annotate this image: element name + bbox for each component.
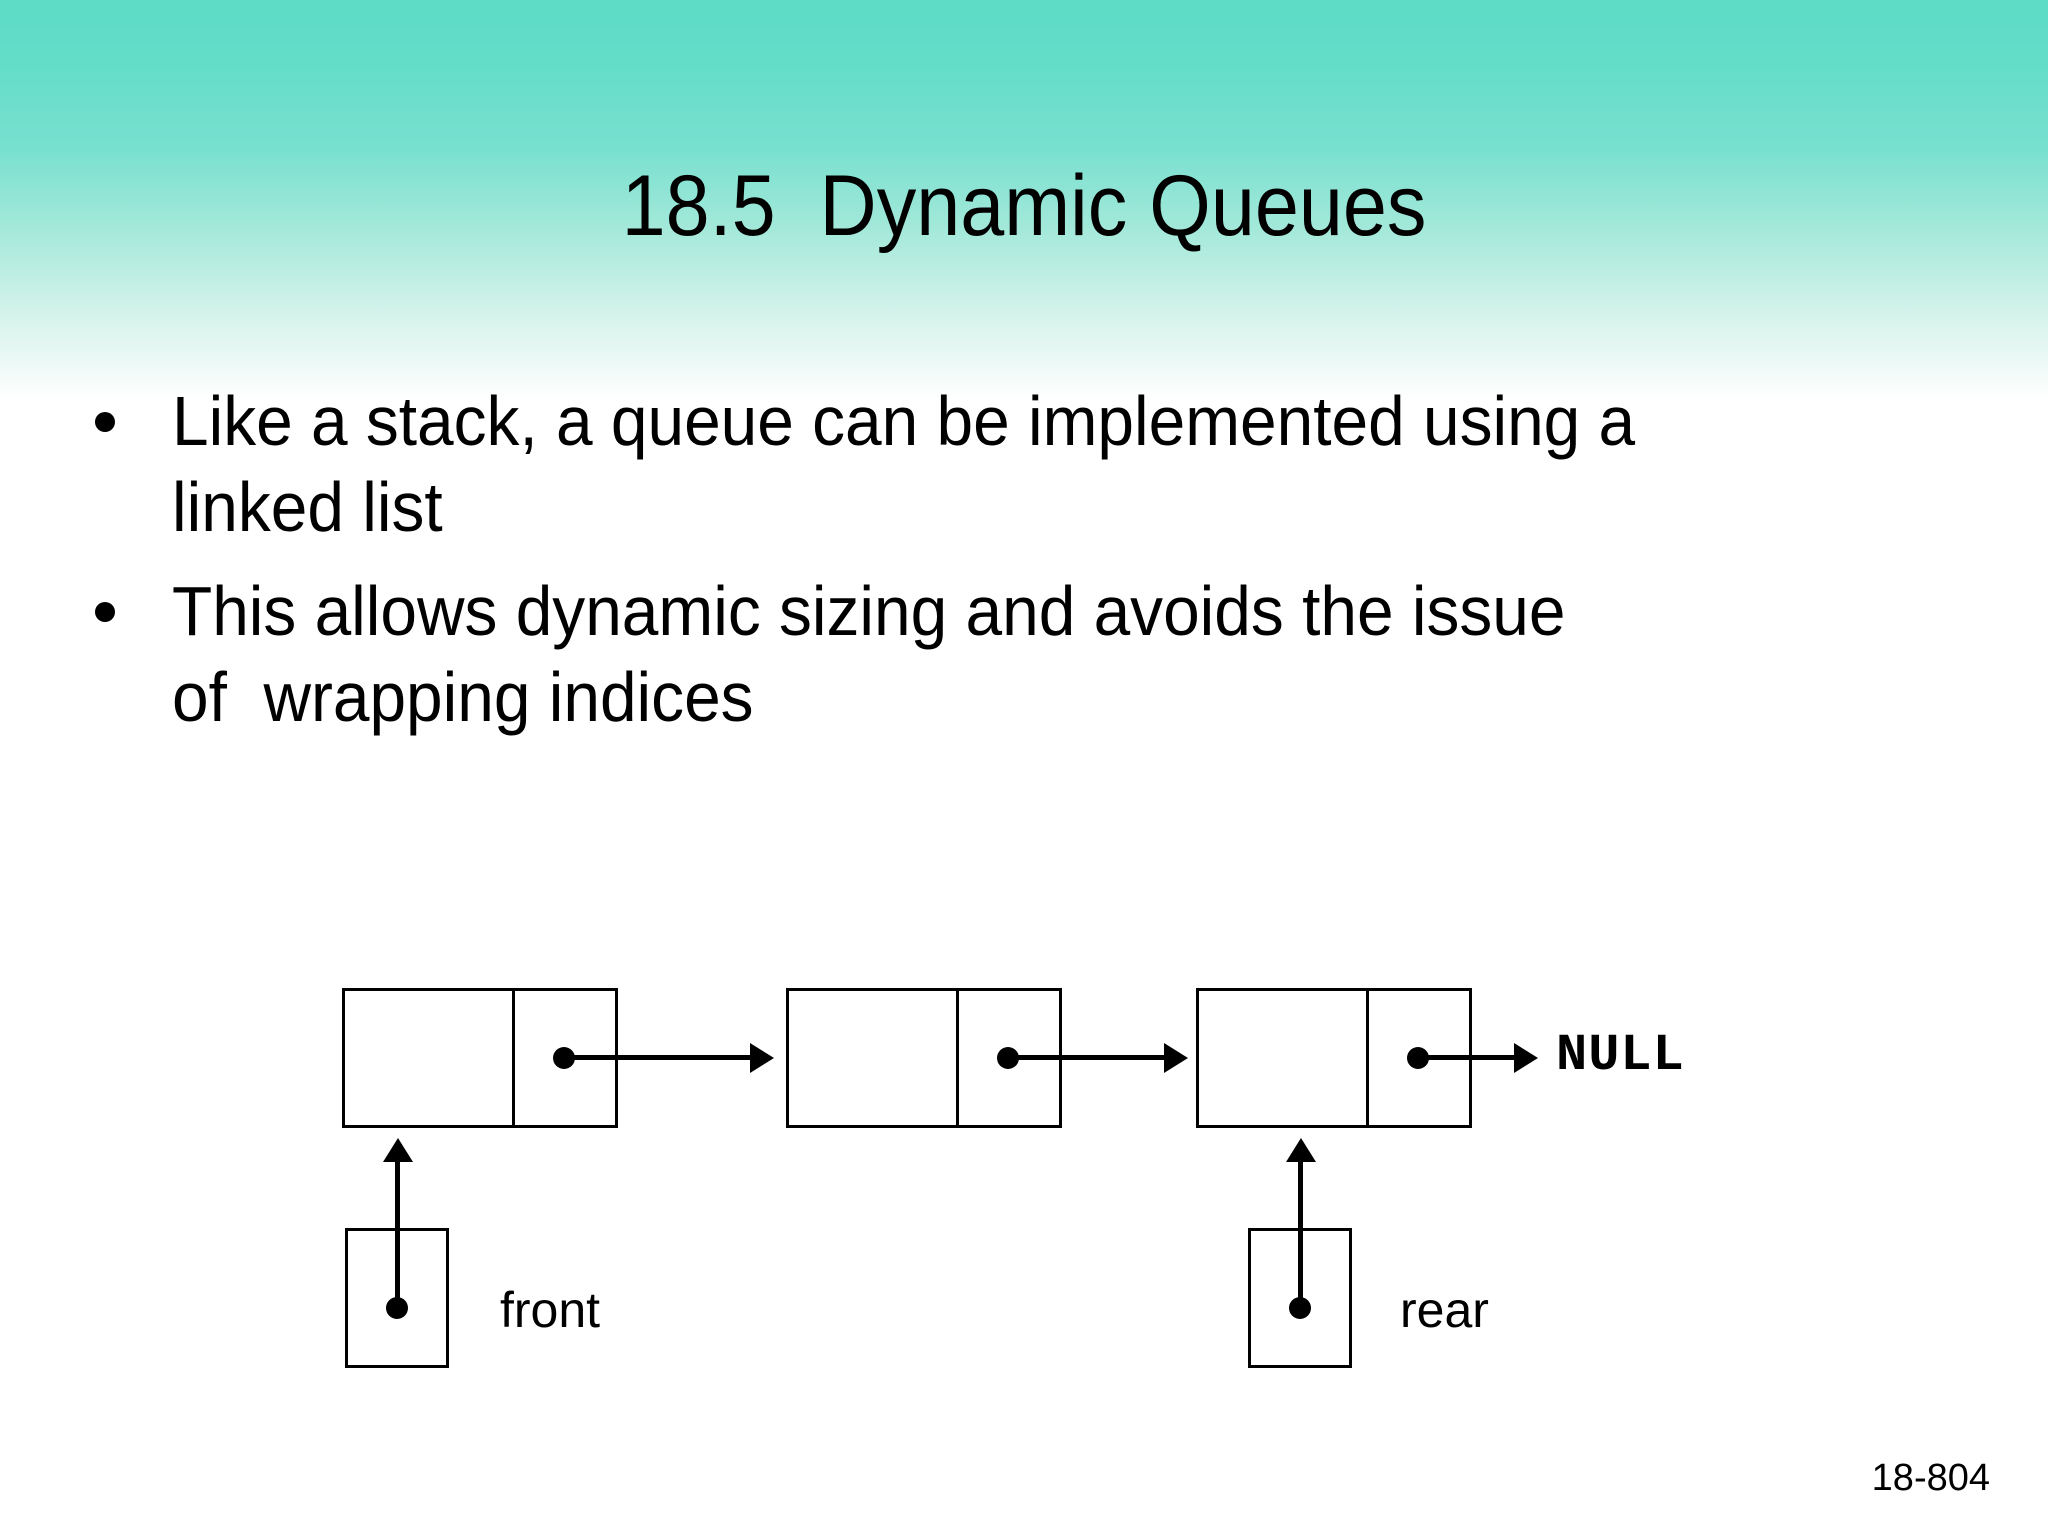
front-pointer-box [345,1228,449,1368]
node-3-to-null-arrowhead-icon [1514,1043,1538,1073]
page-number: 18-804 [1871,1457,1990,1499]
node-2-to-node-3-arrowhead-icon [1164,1043,1188,1073]
node-1-to-node-2-link [564,1055,754,1060]
bullet-text: This allows dynamic sizing and avoids th… [172,572,1584,736]
node-3 [1196,988,1472,1128]
node-2 [786,988,1062,1128]
rear-pointer-dot-icon [1289,1297,1311,1319]
node-3-pointer-dot-icon [1407,1047,1429,1069]
node-1-pointer-dot-icon [553,1047,575,1069]
list-item: This allows dynamic sizing and avoids th… [80,568,1960,740]
front-pointer-label: front [500,1282,601,1338]
front-pointer-dot-icon [386,1297,408,1319]
node-3-to-null-link [1418,1055,1518,1060]
bullet-text: Like a stack, a queue can be implemented… [172,382,1654,546]
rear-pointer-label: rear [1400,1282,1489,1338]
rear-pointer-box [1248,1228,1352,1368]
node-1-cell-divider [512,991,515,1125]
bullet-dot-icon [95,412,115,432]
node-1 [342,988,618,1128]
list-item: Like a stack, a queue can be implemented… [80,378,1960,550]
bullet-list: Like a stack, a queue can be implemented… [80,378,1960,758]
null-terminator-label: NULL [1556,1026,1685,1085]
node-2-pointer-dot-icon [997,1047,1019,1069]
rear-pointer-arrowhead-icon [1286,1138,1316,1162]
node-3-cell-divider [1366,991,1369,1125]
page-title: 18.5 Dynamic Queues [621,158,1427,254]
front-pointer-arrowhead-icon [383,1138,413,1162]
node-1-to-node-2-arrowhead-icon [750,1043,774,1073]
node-2-cell-divider [956,991,959,1125]
background-gradient [0,0,2048,400]
node-2-to-node-3-link [1008,1055,1168,1060]
front-pointer-stem [395,1162,400,1308]
rear-pointer-stem [1298,1162,1303,1308]
bullet-dot-icon [95,602,115,622]
